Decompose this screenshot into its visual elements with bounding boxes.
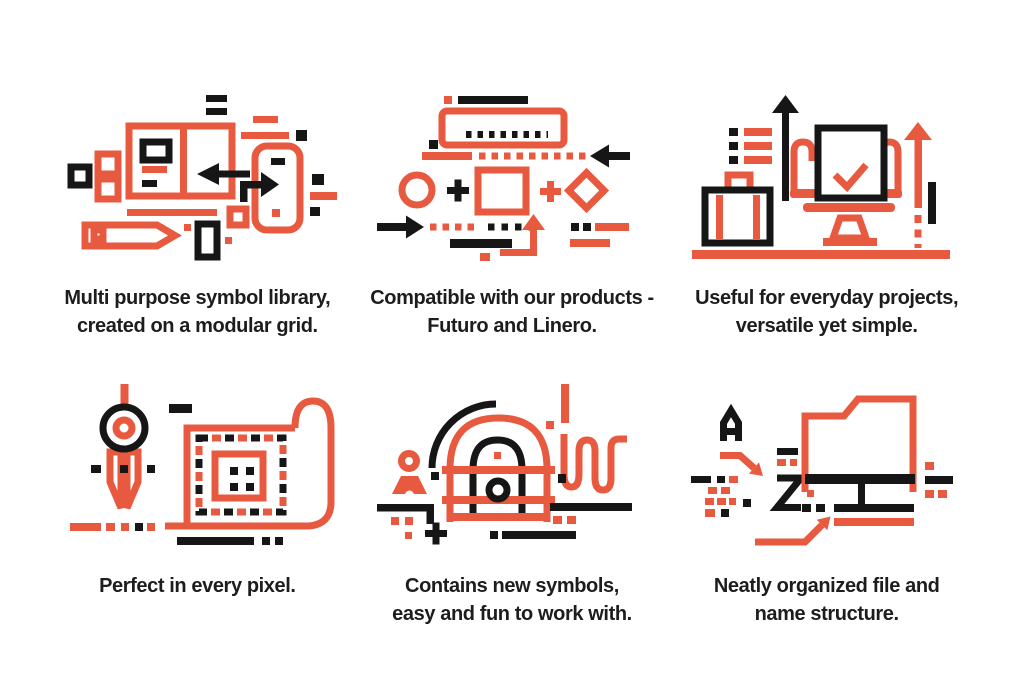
feature-caption: Useful for everyday projects, versatile … — [695, 287, 959, 337]
compass-blueprint-icon — [70, 384, 335, 545]
arch-door-icon — [376, 384, 632, 545]
feature-symbol-library: Multi purpose symbol library, created on… — [40, 78, 355, 340]
feature-caption: Compatible with our products - Futuro an… — [370, 287, 654, 337]
monitor-briefcase-icon — [691, 95, 950, 259]
feature-caption: Neatly organized file and name structure… — [713, 575, 940, 625]
feature-everyday-projects: Useful for everyday projects, versatile … — [669, 78, 984, 340]
feature-caption: Multi purpose symbol library, created on… — [64, 287, 331, 337]
feature-grid: Multi purpose symbol library, created on… — [40, 78, 984, 628]
feature-new-symbols: Contains new symbols, easy and fun to wo… — [355, 366, 670, 628]
feature-caption: Perfect in every pixel. — [99, 575, 296, 597]
compatibility-icon — [376, 96, 630, 261]
symbol-library-icon — [67, 95, 338, 261]
feature-pixel-perfect: Perfect in every pixel. — [40, 366, 355, 628]
az-folder-icon — [690, 395, 953, 546]
feature-compatibility: Compatible with our products - Futuro an… — [355, 78, 670, 340]
feature-caption: Contains new symbols, easy and fun to wo… — [392, 575, 632, 625]
feature-file-structure: Neatly organized file and name structure… — [669, 366, 984, 628]
